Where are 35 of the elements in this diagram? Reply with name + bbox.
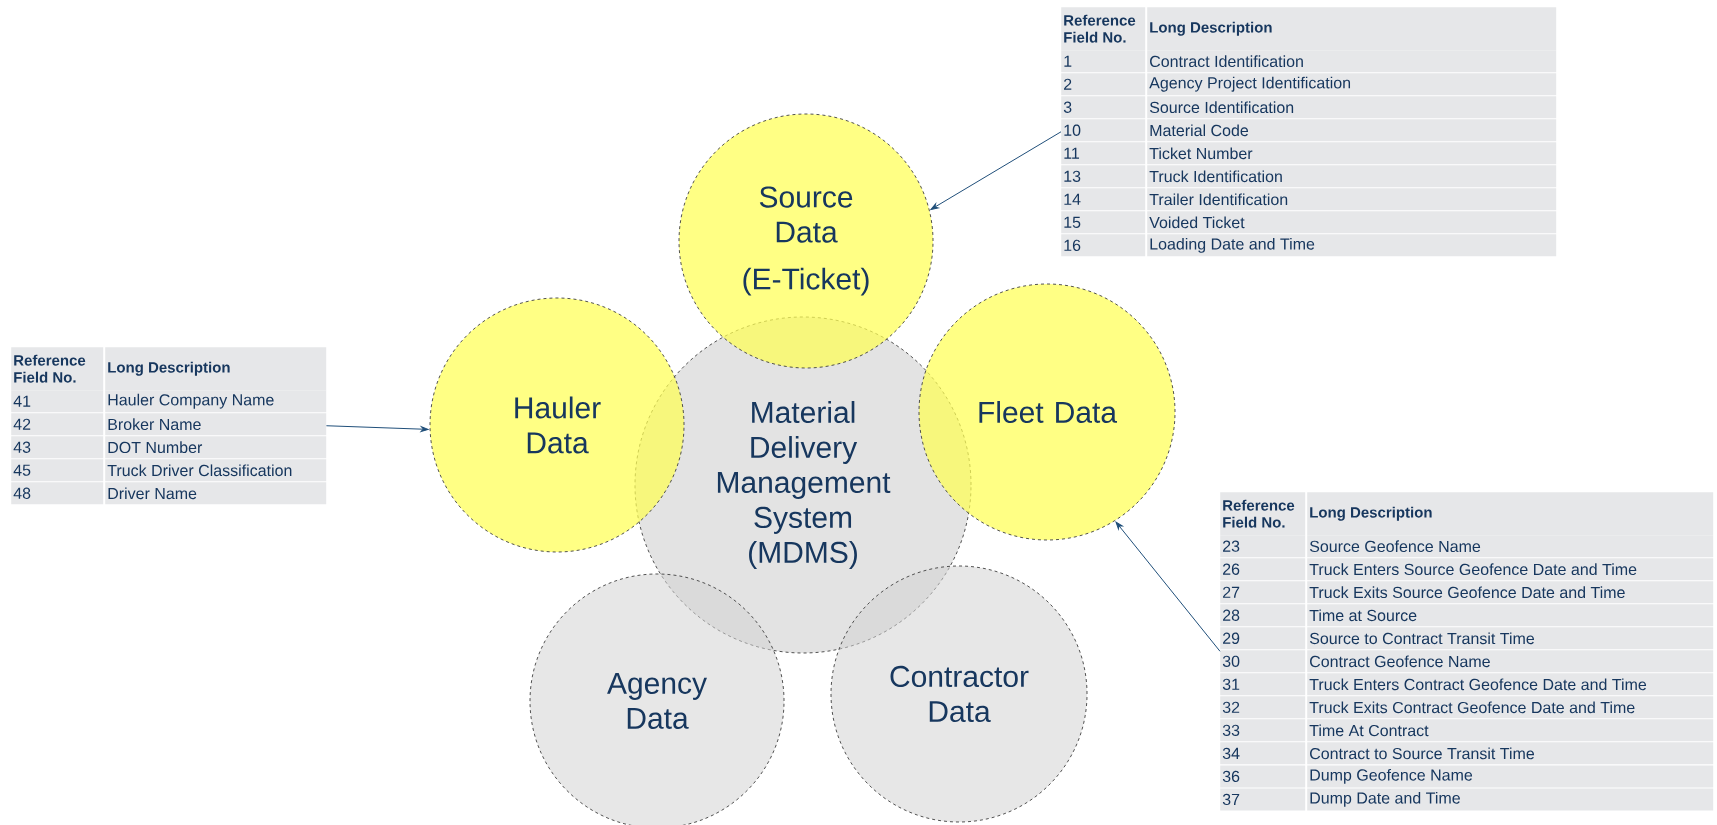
arrow [930,131,1062,210]
column-header: Reference Field No. [1061,7,1146,51]
field-number: 16 [1061,234,1146,257]
field-number: 34 [1220,742,1306,765]
field-number: 37 [1220,788,1306,811]
field-number: 43 [11,436,104,459]
field-number: 41 [11,390,104,413]
column-header: Reference Field No. [11,347,104,391]
field-number: 23 [1220,535,1306,558]
column-header: Reference Field No. [1220,492,1306,536]
field-number: 3 [1061,96,1146,119]
arrow [1115,521,1221,652]
field-number: 29 [1220,627,1306,650]
field-number: 26 [1220,558,1306,581]
field-number: 42 [11,413,104,436]
data-table [1061,7,1557,257]
field-number: 36 [1220,765,1306,788]
field-number: 48 [11,482,104,505]
field-number: 45 [11,459,104,482]
data-table [1220,492,1714,811]
field-number: 11 [1061,142,1146,165]
field-number: 10 [1061,119,1146,142]
field-number: 28 [1220,604,1306,627]
field-number: 13 [1061,165,1146,188]
field-number: 33 [1220,719,1306,742]
field-number: 32 [1220,696,1306,719]
data-table [11,347,327,505]
field-number: 27 [1220,581,1306,604]
field-number: 30 [1220,650,1306,673]
field-number: 15 [1061,211,1146,234]
arrow [325,425,429,433]
field-number: 2 [1061,73,1146,96]
field-number: 14 [1061,188,1146,211]
field-number: 31 [1220,673,1306,696]
field-number: 1 [1061,50,1146,73]
